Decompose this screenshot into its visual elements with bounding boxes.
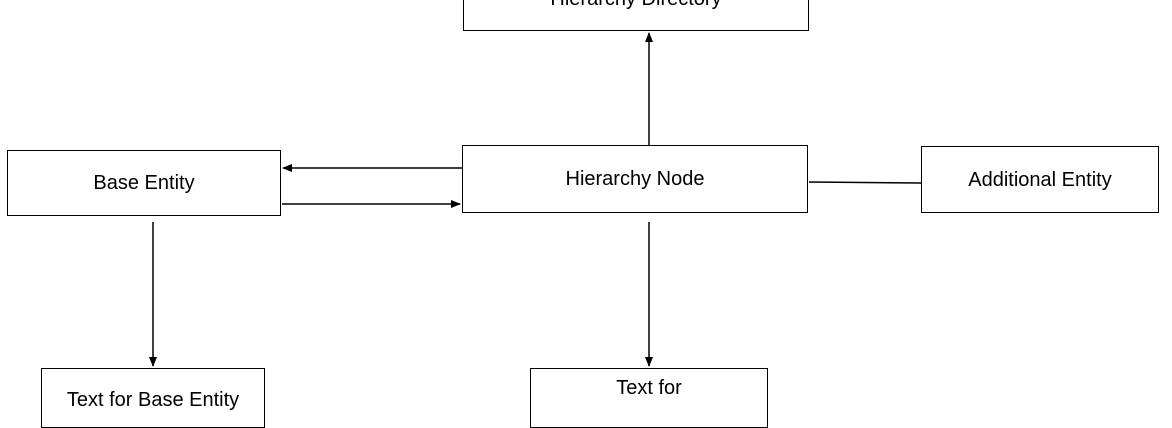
text-for-node-box: Text for bbox=[530, 368, 768, 428]
additional-entity-box: Additional Entity bbox=[921, 146, 1159, 213]
text-for-base-entity-label: Text for Base Entity bbox=[66, 389, 240, 411]
hierarchy-directory-label: Hierarchy Directory bbox=[550, 0, 721, 10]
hierarchy-directory-box: Hierarchy Directory bbox=[463, 0, 809, 31]
hierarchy-node-label: Hierarchy Node bbox=[565, 168, 705, 190]
edge-node-to-additional-entity bbox=[808, 181, 922, 184]
base-entity-box: Base Entity bbox=[7, 150, 281, 216]
text-for-node-label: Text for bbox=[616, 377, 682, 399]
diagram-canvas: Hierarchy Directory Hierarchy Node Base … bbox=[7, 0, 1159, 428]
hierarchy-node-box: Hierarchy Node bbox=[462, 145, 808, 213]
additional-entity-label: Additional Entity bbox=[968, 168, 1112, 191]
connector-layer bbox=[149, 32, 922, 367]
text-for-base-entity-box: Text for Base Entity bbox=[41, 368, 265, 428]
base-entity-label: Base Entity bbox=[93, 172, 195, 194]
